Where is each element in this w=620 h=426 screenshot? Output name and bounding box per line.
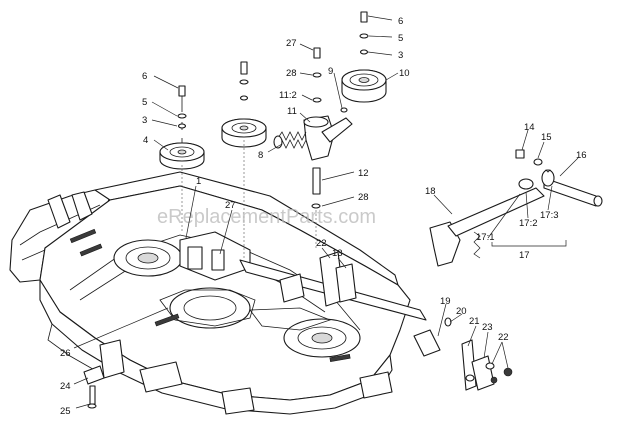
gauge-arm-assembly	[429, 149, 603, 267]
watermark-text: eReplacementParts.com	[157, 206, 376, 228]
callout-20: 20	[456, 306, 467, 317]
callout-27-lower: 27	[225, 200, 236, 211]
callout-12: 12	[358, 168, 369, 179]
callout-27-upper: 27	[286, 38, 297, 49]
callout-21: 21	[469, 316, 480, 327]
callout-11-2: 11:2	[279, 90, 297, 101]
callout-23: 23	[482, 322, 493, 333]
callout-4: 4	[143, 135, 148, 146]
callout-16: 16	[576, 150, 587, 161]
callout-labels: 6 5 3 4 1 27 27 28 11:2 11 8 9 10 6 5 3 …	[60, 16, 587, 417]
callout-17-3: 17:3	[540, 210, 559, 221]
callout-15: 15	[541, 132, 552, 143]
callout-17-1: 17:1	[476, 232, 495, 243]
callout-22-lower: 22	[498, 332, 509, 343]
callout-18: 18	[425, 186, 436, 197]
idler-arm-assembly	[273, 11, 387, 248]
left-pulley-assembly	[159, 85, 205, 232]
callout-5-right: 5	[398, 33, 403, 44]
callout-3-right: 3	[398, 50, 403, 61]
lower-left-bolt	[83, 365, 105, 409]
callout-28-upper: 28	[286, 68, 297, 79]
callout-22-upper: 22	[316, 238, 327, 249]
callout-1: 1	[196, 176, 201, 187]
callout-24: 24	[60, 381, 71, 392]
rear-bracket-assembly	[413, 317, 513, 391]
callout-13: 13	[332, 248, 343, 259]
callout-10: 10	[399, 68, 410, 79]
callout-3: 3	[142, 115, 147, 126]
callout-25: 25	[60, 406, 71, 417]
callout-14: 14	[524, 122, 535, 133]
callout-6-right: 6	[398, 16, 403, 27]
callout-17-2: 17:2	[519, 218, 538, 229]
mower-deck	[9, 171, 427, 415]
callout-6: 6	[142, 71, 147, 82]
callout-leaders	[73, 15, 579, 409]
callout-17: 17	[519, 250, 530, 261]
callout-9: 9	[328, 66, 333, 77]
center-pulley-assembly	[221, 61, 267, 260]
callout-26: 26	[60, 348, 71, 359]
callout-28-lower: 28	[358, 192, 369, 203]
callout-5: 5	[142, 97, 147, 108]
callout-11: 11	[287, 106, 297, 117]
callout-8: 8	[258, 150, 263, 161]
callout-19: 19	[440, 296, 451, 307]
